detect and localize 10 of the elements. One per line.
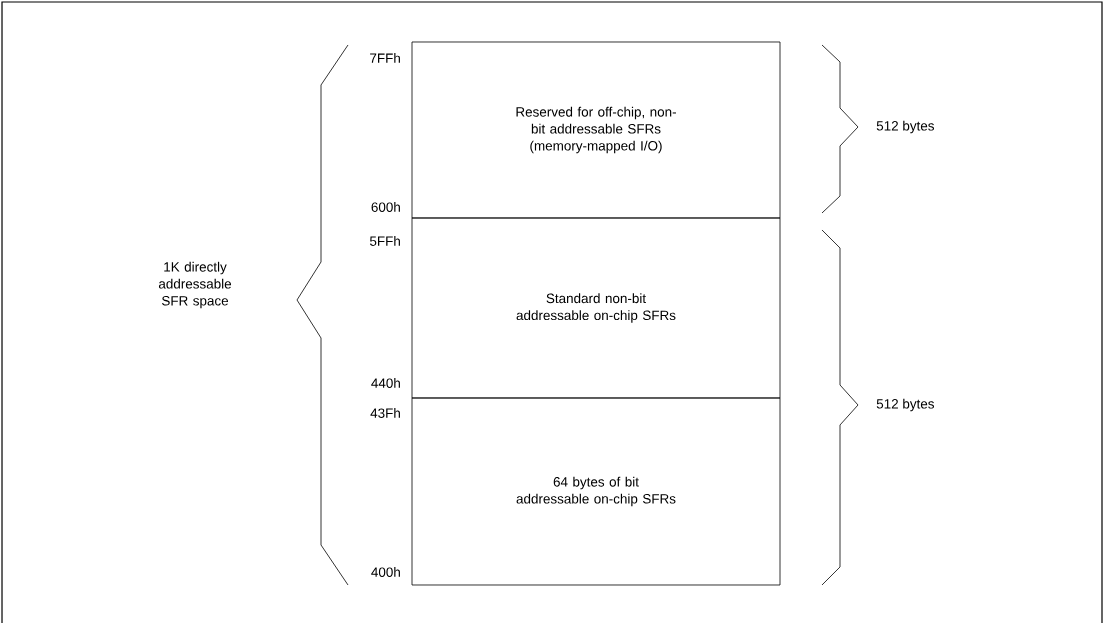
size-label: 512 bytes [876, 398, 934, 412]
memory-block: 64 bytes of bit addressable on-chip SFRs [411, 397, 781, 586]
memory-block: Reserved for off-chip, non-bit addressable SFRs (memory-mapped I/O) [411, 41, 781, 219]
address-label: 440h [371, 378, 400, 388]
address-label: 5FFh [369, 236, 400, 246]
size-label: 512 bytes [876, 120, 934, 134]
space-label: 1K directly addressable SFR space [158, 261, 232, 309]
memory-block: Standard non-bit addressable on-chip SFRs [411, 217, 781, 399]
address-label: 43Fh [370, 408, 400, 418]
address-label: 600h [371, 202, 400, 212]
